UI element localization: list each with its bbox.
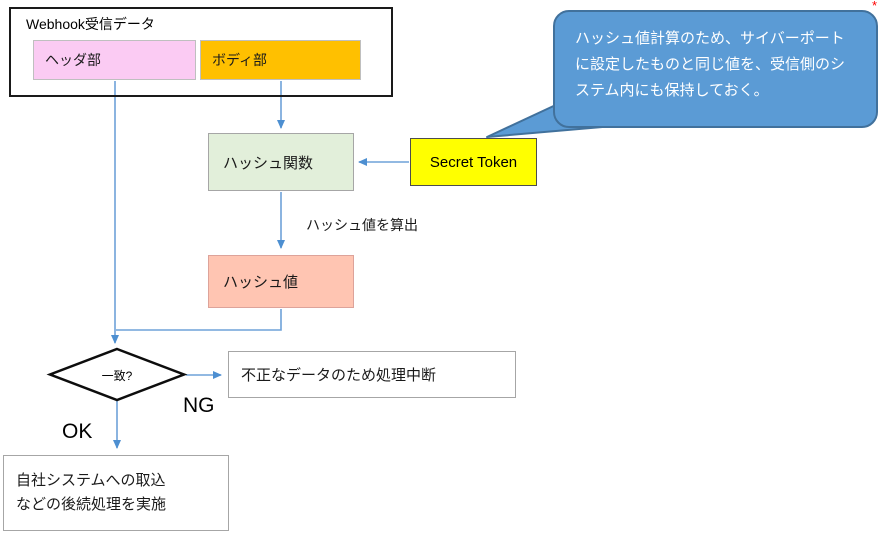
webhook-group-title: Webhook受信データ (26, 16, 155, 32)
hash-value-box: ハッシュ値 (208, 255, 354, 308)
compute-hash-edge-label: ハッシュ値を算出 (306, 217, 418, 233)
webhook-data-group: Webhook受信データ (9, 7, 393, 97)
secret-token-label: Secret Token (429, 153, 518, 171)
hash-function-label: ハッシュ関数 (223, 154, 314, 172)
ok-result-label: 自社システムへの取込 などの後続処理を実施 (16, 472, 167, 513)
body-part-label: ボディ部 (212, 52, 268, 68)
header-part-label: ヘッダ部 (45, 52, 101, 68)
elbow-hashvalue-to-decision (116, 309, 282, 331)
ng-result-box: 不正なデータのため処理中断 (228, 351, 516, 398)
hash-function-box: ハッシュ関数 (208, 133, 354, 191)
callout-note: ハッシュ値計算のため、サイバーポートに設定したものと同じ値を、受信側のシステム内… (553, 10, 878, 128)
red-asterisk-mark: * (872, 0, 878, 13)
ng-branch-label: NG (183, 394, 215, 417)
ok-branch-label: OK (62, 420, 93, 443)
secret-token-box: Secret Token (410, 138, 537, 186)
decision-diamond (46, 347, 188, 402)
header-part-box: ヘッダ部 (33, 40, 196, 80)
ng-result-label: 不正なデータのため処理中断 (241, 367, 437, 384)
callout-note-text: ハッシュ値計算のため、サイバーポートに設定したものと同じ値を、受信側のシステム内… (575, 30, 846, 99)
hash-value-label: ハッシュ値 (223, 274, 299, 291)
body-part-box: ボディ部 (200, 40, 361, 80)
ok-result-box: 自社システムへの取込 などの後続処理を実施 (3, 455, 229, 531)
decision-match-text: 一致? (101, 368, 133, 383)
